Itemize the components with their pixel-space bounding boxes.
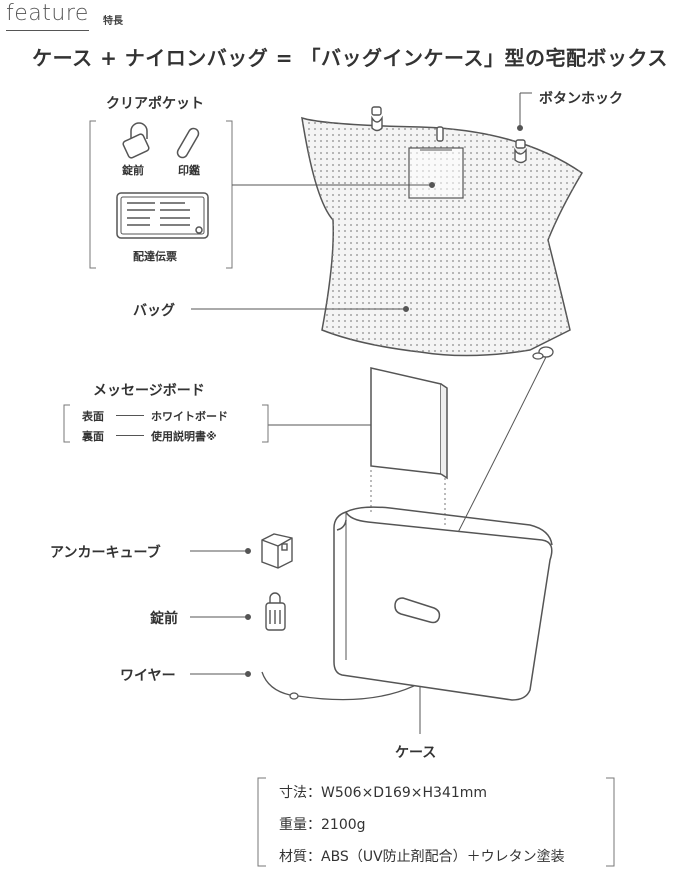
spec-dimensions: 寸法：W506×D169×H341mm — [279, 785, 488, 801]
feature-subheading: 特長 — [103, 16, 123, 27]
combination-padlock-icon — [265, 592, 286, 631]
label-case: ケース — [395, 745, 437, 761]
spec-weight: 重量：2100g — [279, 817, 366, 833]
label-back: 裏面 — [82, 430, 104, 443]
front-dash — [116, 415, 144, 416]
label-seal: 印鑑 — [178, 164, 200, 177]
case-illustration — [333, 506, 553, 701]
spec-bracket — [257, 777, 615, 867]
label-delivery-slip: 配達伝票 — [133, 250, 177, 263]
label-bag: バッグ — [133, 303, 175, 319]
label-anchor-cube: アンカーキューブ — [50, 545, 161, 561]
feature-underline — [6, 30, 89, 31]
nylon-bag-illustration — [301, 106, 584, 360]
clear-pocket-bracket — [89, 120, 233, 269]
anchor-cube-illustration — [261, 533, 293, 569]
label-clear-pocket: クリアポケット — [106, 96, 204, 112]
message-board-bracket — [63, 404, 269, 443]
label-front-value: ホワイトボード — [151, 410, 228, 423]
button-hook-icon — [371, 106, 527, 164]
label-wire: ワイヤー — [120, 668, 176, 684]
label-back-value: 使用説明書※ — [151, 430, 217, 443]
feature-heading: feature — [6, 1, 89, 26]
label-front: 表面 — [82, 410, 104, 423]
padlock-small-icon — [122, 122, 150, 159]
spec-material: 材質：ABS（UV防止剤配合）＋ウレタン塗装 — [279, 849, 565, 865]
back-dash — [116, 435, 144, 436]
delivery-slip-icon — [116, 192, 209, 239]
label-button-hook: ボタンホック — [539, 91, 623, 107]
label-padlock: 錠前 — [150, 611, 178, 627]
label-padlock-small: 錠前 — [122, 164, 144, 177]
label-message-board: メッセージボード — [93, 383, 205, 399]
seal-icon — [176, 127, 200, 159]
page-title: ケース + ナイロンバッグ = 「バッグインケース」型の宅配ボックス — [32, 46, 668, 70]
message-board-illustration — [370, 367, 448, 480]
